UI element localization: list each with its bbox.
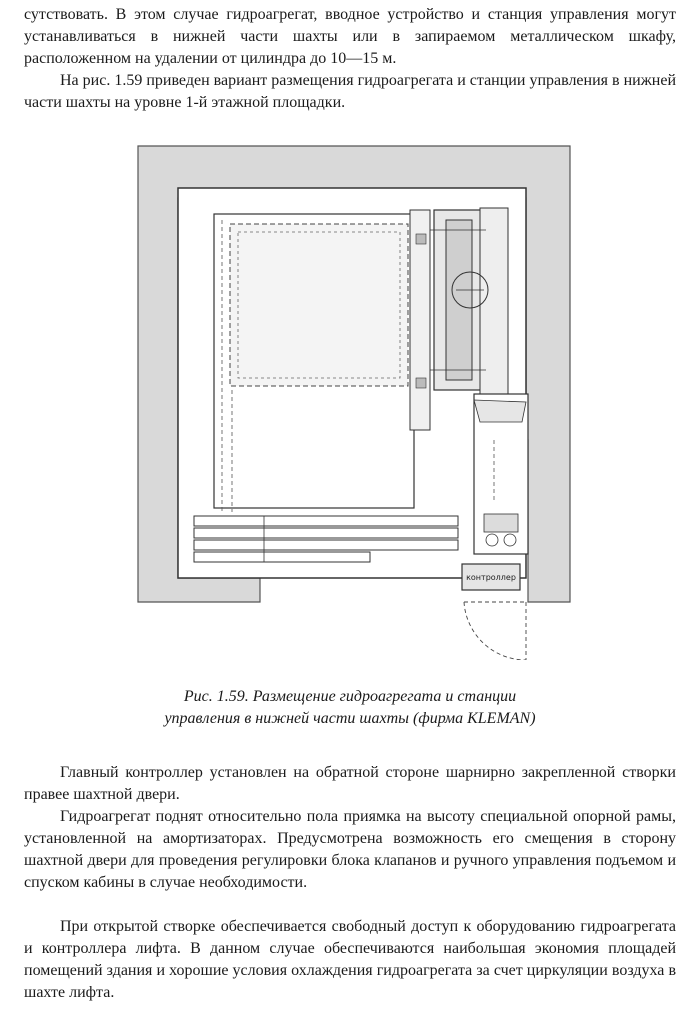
paragraph-controller: Главный контроллер установлен на обратно… (24, 764, 676, 803)
shaft-plan-drawing: контроллер (137, 145, 571, 660)
figure-shaft-layout: контроллер (134, 140, 574, 660)
figure-caption-line-1: Рис. 1.59. Размещение гидроагрегата и ст… (183, 688, 517, 705)
paragraph-access: При открытой створке обеспечивается своб… (24, 918, 676, 1001)
paragraph-continuation: сутствовать. В этом случае гидроагрегат,… (24, 6, 676, 67)
controller-box (461, 563, 521, 591)
cabin-outline (229, 223, 409, 387)
controller-label: контроллер (466, 573, 516, 582)
paragraph-hydraulic-unit: Гидроагрегат поднят относительно пола пр… (24, 808, 676, 891)
paragraph-figure-reference: На рис. 1.59 приведен вариант размещения… (24, 72, 676, 111)
door-swing-arc (463, 601, 526, 660)
shaft-door-panel (193, 515, 459, 527)
figure-caption-line-2: управления в нижней части шахты (фирма K… (164, 710, 536, 727)
